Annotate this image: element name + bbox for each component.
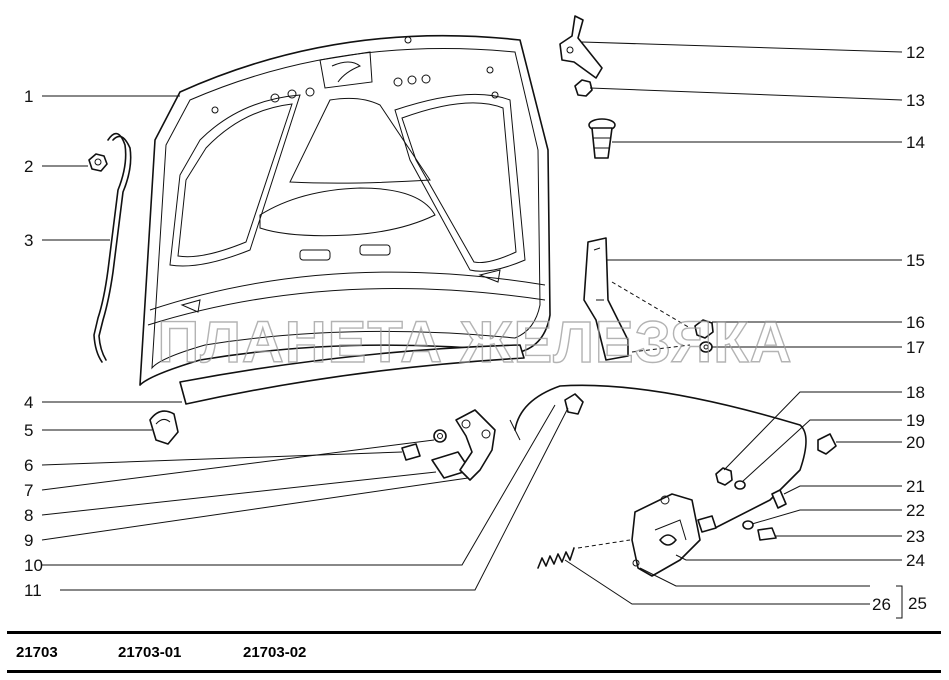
model-code-3: 21703-02 xyxy=(243,644,307,661)
callout-16: 16 xyxy=(906,313,925,332)
part-19-washer xyxy=(734,480,746,490)
release-cable xyxy=(509,384,807,529)
part-4-seal xyxy=(179,344,525,405)
leader-lines xyxy=(41,41,903,619)
part-15-bracket xyxy=(583,237,629,361)
callout-22: 22 xyxy=(906,501,925,520)
callout-12: 12 xyxy=(906,43,925,62)
model-code-2: 21703-01 xyxy=(118,644,182,661)
callout-18: 18 xyxy=(906,383,925,402)
callout-9: 9 xyxy=(24,531,33,550)
part-13-nut xyxy=(574,79,593,97)
callout-10: 10 xyxy=(24,556,43,575)
callout-6: 6 xyxy=(24,456,33,475)
part-18-nut xyxy=(715,467,733,486)
hood-lock xyxy=(631,493,717,577)
part-23-bolt xyxy=(757,527,777,541)
part-21-plate xyxy=(771,489,787,509)
callout-21: 21 xyxy=(906,477,925,496)
hood-panel xyxy=(139,34,551,386)
part-5-clip xyxy=(149,410,179,445)
callout-26: 26 xyxy=(872,595,891,614)
part-16-nut xyxy=(694,319,714,339)
callout-2: 2 xyxy=(24,157,33,176)
callout-5: 5 xyxy=(24,421,33,440)
model-code-1: 21703 xyxy=(16,644,58,661)
callout-15: 15 xyxy=(906,251,925,270)
callout-24: 24 xyxy=(906,551,925,570)
callout-1: 1 xyxy=(24,87,33,106)
callout-7: 7 xyxy=(24,481,33,500)
callout-25: 25 xyxy=(908,594,927,613)
callout-3: 3 xyxy=(24,231,33,250)
table-bottom-rule xyxy=(7,670,941,673)
callout-11: 11 xyxy=(24,581,42,600)
callout-19: 19 xyxy=(906,411,925,430)
callout-20: 20 xyxy=(906,433,925,452)
part-22-washer xyxy=(742,520,754,530)
callout-8: 8 xyxy=(24,506,33,525)
callout-23: 23 xyxy=(906,527,925,546)
callout-labels: 1 2 3 4 5 6 7 8 9 10 11 12 13 14 15 16 1… xyxy=(24,43,927,614)
callout-17: 17 xyxy=(906,338,925,357)
part-20-clip xyxy=(817,433,837,455)
table-top-rule xyxy=(7,631,941,634)
hinge-assembly xyxy=(401,409,496,481)
callout-13: 13 xyxy=(906,91,925,110)
callout-14: 14 xyxy=(906,133,925,152)
watermark-text: ПЛАНЕТА ЖЕЛЕЗЯКА xyxy=(158,310,793,375)
assembly-arrow-bracket xyxy=(611,281,691,329)
callout-4: 4 xyxy=(24,393,33,412)
part-2-nut xyxy=(88,153,108,172)
part-26-spring xyxy=(537,539,631,569)
assembly-arrow-nut xyxy=(631,344,691,353)
part-3-prop-rod xyxy=(93,132,132,363)
part-12-safety-catch xyxy=(559,15,603,79)
part-14-bump-stop xyxy=(588,118,616,159)
